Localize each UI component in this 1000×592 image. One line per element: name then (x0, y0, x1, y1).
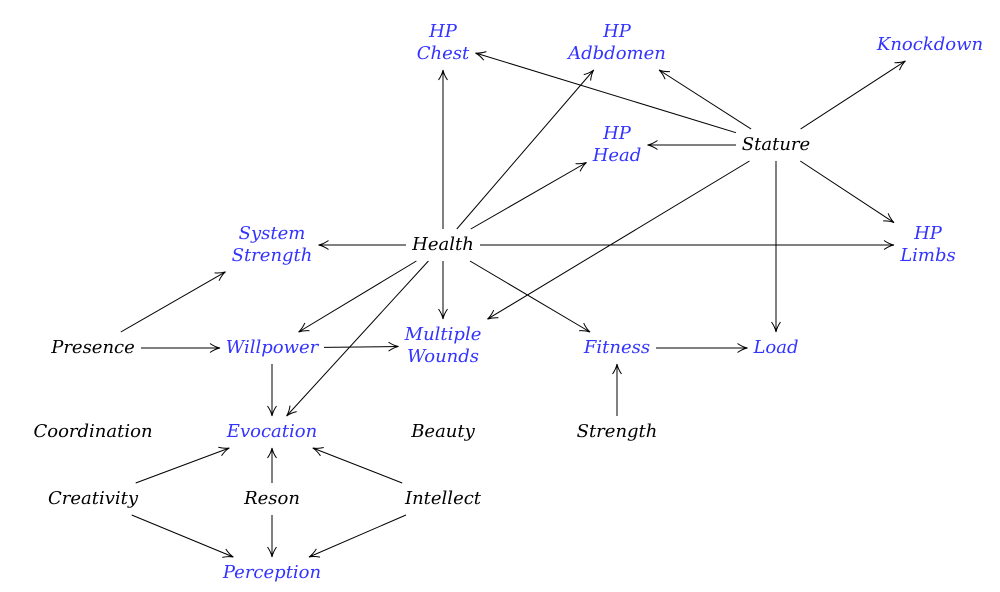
node-label-line: Coordination (33, 421, 153, 442)
node-evocation: Evocation (227, 421, 317, 443)
node-intellect: Intellect (405, 488, 481, 510)
edge-health-to-willpower (298, 260, 417, 333)
node-label-line: Wounds (406, 346, 480, 367)
node-label-line: Fitness (583, 337, 651, 358)
edge-stature-to-hp-chest (475, 51, 737, 134)
node-label-line: Head (592, 145, 642, 166)
node-label-line: System (238, 223, 306, 244)
node-reson: Reson (244, 488, 300, 510)
node-label-line: Chest (416, 43, 470, 64)
node-coordination: Coordination (33, 421, 152, 443)
node-label-line: Load (753, 337, 799, 358)
edge-intellect-to-evocation (312, 446, 403, 484)
node-knockdown: Knockdown (877, 34, 983, 56)
node-label-line: Presence (51, 337, 135, 358)
node-label-line: HP (603, 21, 631, 42)
edge-stature-to-multiple-wounds (487, 160, 750, 320)
node-beauty: Beauty (411, 421, 475, 443)
edge-health-to-hp-head (470, 162, 587, 230)
node-label-line: Knockdown (876, 34, 984, 55)
node-label-line: Strength (231, 245, 313, 266)
node-label-line: Limbs (900, 245, 956, 266)
edge-presence-to-system-strength (120, 271, 226, 333)
node-label-line: Strength (576, 421, 658, 442)
node-stature: Stature (742, 134, 810, 156)
edge-stature-to-knockdown (800, 60, 906, 130)
node-label-line: Intellect (404, 488, 482, 509)
node-label-line: Reson (244, 488, 300, 509)
edge-health-to-evocation (286, 260, 429, 417)
edge-stature-to-hp-limbs (800, 160, 895, 224)
edges-group (120, 51, 906, 558)
node-perception: Perception (223, 562, 321, 584)
node-label-line: HP (914, 223, 942, 244)
node-label-line: Multiple (404, 324, 482, 345)
node-label-line: HP (603, 123, 631, 144)
node-willpower: Willpower (226, 337, 318, 359)
node-health: Health (412, 234, 474, 256)
node-label-line: Creativity (47, 488, 139, 509)
node-label-line: Perception (222, 562, 322, 583)
node-label-line: Evocation (226, 421, 318, 442)
node-label-line: HP (429, 21, 457, 42)
node-presence: Presence (51, 337, 135, 359)
edge-creativity-to-evocation (135, 446, 230, 484)
node-fitness: Fitness (584, 337, 650, 359)
node-load: Load (753, 337, 798, 359)
node-label-line: Health (412, 234, 474, 255)
node-label-line: Stature (741, 134, 811, 155)
edge-willpower-to-multiple-wounds (323, 341, 399, 352)
node-label-line: Beauty (411, 421, 475, 442)
edge-health-to-hp-abdomen (456, 69, 595, 230)
edge-intellect-to-perception (308, 514, 407, 558)
node-label-line: Adbdomen (568, 43, 666, 64)
node-label-line: Willpower (225, 337, 319, 358)
edge-stature-to-hp-abdomen (658, 69, 752, 130)
node-creativity: Creativity (48, 488, 138, 510)
node-strength: Strength (577, 421, 658, 443)
edge-creativity-to-perception (131, 514, 234, 558)
edge-health-to-fitness (469, 260, 591, 333)
